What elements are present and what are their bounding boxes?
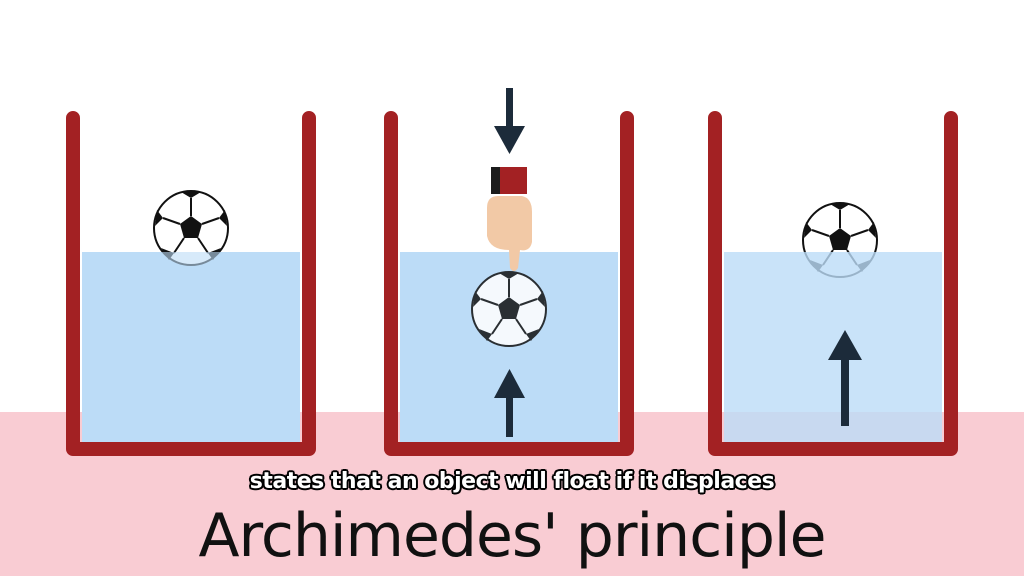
container-3 xyxy=(708,111,958,456)
water xyxy=(82,252,300,442)
up-force-arrow-icon xyxy=(828,330,862,426)
hand-icon xyxy=(487,167,532,271)
water xyxy=(724,252,942,442)
beaker-wall xyxy=(708,111,958,456)
water-surface xyxy=(82,252,300,272)
title: Archimedes' principle xyxy=(198,501,826,571)
down-force-arrow-icon xyxy=(494,88,525,154)
soccer-ball xyxy=(471,271,547,347)
container-2 xyxy=(384,88,634,456)
container-1 xyxy=(66,111,316,456)
up-force-arrow-icon xyxy=(494,369,525,437)
subtitle-caption: states that an object will float if it d… xyxy=(249,469,775,494)
beaker-wall xyxy=(66,111,316,456)
beaker-wall xyxy=(384,111,634,456)
